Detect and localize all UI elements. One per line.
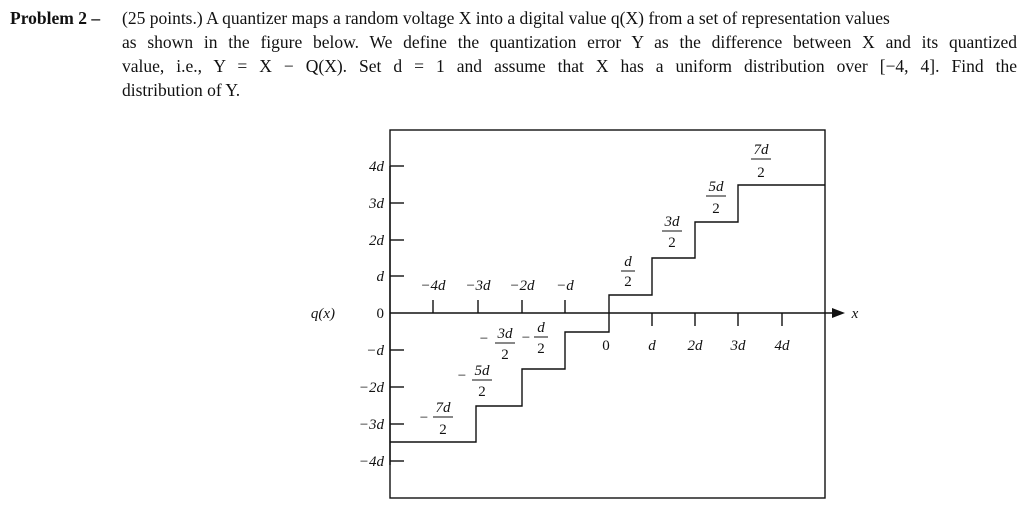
problem-line-2: as shown in the figure below. We define … <box>122 32 1017 52</box>
fraction-denominator: 2 <box>501 347 509 363</box>
problem-line-3: value, i.e., Y = X − Q(X). Set d = 1 and… <box>122 56 1017 76</box>
quantizer-staircase <box>390 184 825 443</box>
y-label-2d: 2d <box>369 233 385 249</box>
level-label-d-over-2: d 2 <box>621 254 635 290</box>
level-label-3d-over-2: 3d 2 <box>662 214 682 251</box>
y-label-4d: 4d <box>369 159 385 175</box>
fraction-numerator: 7d <box>436 400 452 416</box>
y-label-minus-d: −d <box>366 343 384 359</box>
x-label-d: d <box>648 338 656 354</box>
level-label-minus-d-over-2: − d 2 <box>522 320 548 357</box>
fraction-numerator: 3d <box>497 326 514 342</box>
x-label-minus-d: −d <box>556 278 574 294</box>
problem-line-1: (25 points.) A quantizer maps a random v… <box>122 8 890 28</box>
y-label-0: 0 <box>377 306 385 322</box>
fraction-minus: − <box>420 410 428 426</box>
x-label-minus-3d: −3d <box>465 278 491 294</box>
x-label-0: 0 <box>602 338 610 354</box>
x-axis-arrowhead <box>832 308 845 318</box>
x-axis-title: x <box>851 306 859 322</box>
level-label-minus-7d-over-2: − 7d 2 <box>420 400 453 438</box>
fraction-minus: − <box>458 368 466 384</box>
fraction-numerator: 3d <box>664 214 681 230</box>
x-label-minus-2d: −2d <box>509 278 535 294</box>
fraction-denominator: 2 <box>668 235 676 251</box>
quantizer-figure: 4d 3d 2d d 0 −d −2d −3d −4d q(x) x −4d −… <box>311 129 859 499</box>
fraction-numerator: 7d <box>754 142 770 158</box>
y-axis-title: q(x) <box>311 306 335 322</box>
fraction-denominator: 2 <box>439 422 447 438</box>
fraction-denominator: 2 <box>757 165 765 181</box>
y-label-minus-3d: −3d <box>359 417 385 433</box>
fraction-denominator: 2 <box>478 384 486 400</box>
y-label-minus-4d: −4d <box>359 454 385 470</box>
fraction-numerator: 5d <box>709 179 725 195</box>
fraction-minus: − <box>480 331 488 347</box>
fraction-minus: − <box>522 330 530 346</box>
level-label-minus-5d-over-2: − 5d 2 <box>458 363 492 400</box>
y-label-minus-2d: −2d <box>359 380 385 396</box>
problem-label: Problem 2 – <box>10 8 101 28</box>
fraction-numerator: d <box>537 320 545 336</box>
level-label-7d-over-2: 7d 2 <box>751 142 771 181</box>
problem-line-4: distribution of Y. <box>122 80 241 100</box>
fraction-denominator: 2 <box>712 201 720 217</box>
x-label-3d: 3d <box>730 338 747 354</box>
level-label-5d-over-2: 5d 2 <box>706 179 726 217</box>
y-label-d: d <box>377 269 385 285</box>
x-label-2d: 2d <box>688 338 704 354</box>
x-ticks <box>432 300 783 326</box>
fraction-denominator: 2 <box>537 341 545 357</box>
y-label-3d: 3d <box>368 196 385 212</box>
x-label-minus-4d: −4d <box>420 278 446 294</box>
level-label-minus-3d-over-2: − 3d 2 <box>480 326 515 363</box>
y-ticks <box>390 165 404 462</box>
fraction-denominator: 2 <box>624 274 632 290</box>
x-label-4d: 4d <box>775 338 791 354</box>
fraction-numerator: d <box>624 254 632 270</box>
fraction-numerator: 5d <box>475 363 491 379</box>
